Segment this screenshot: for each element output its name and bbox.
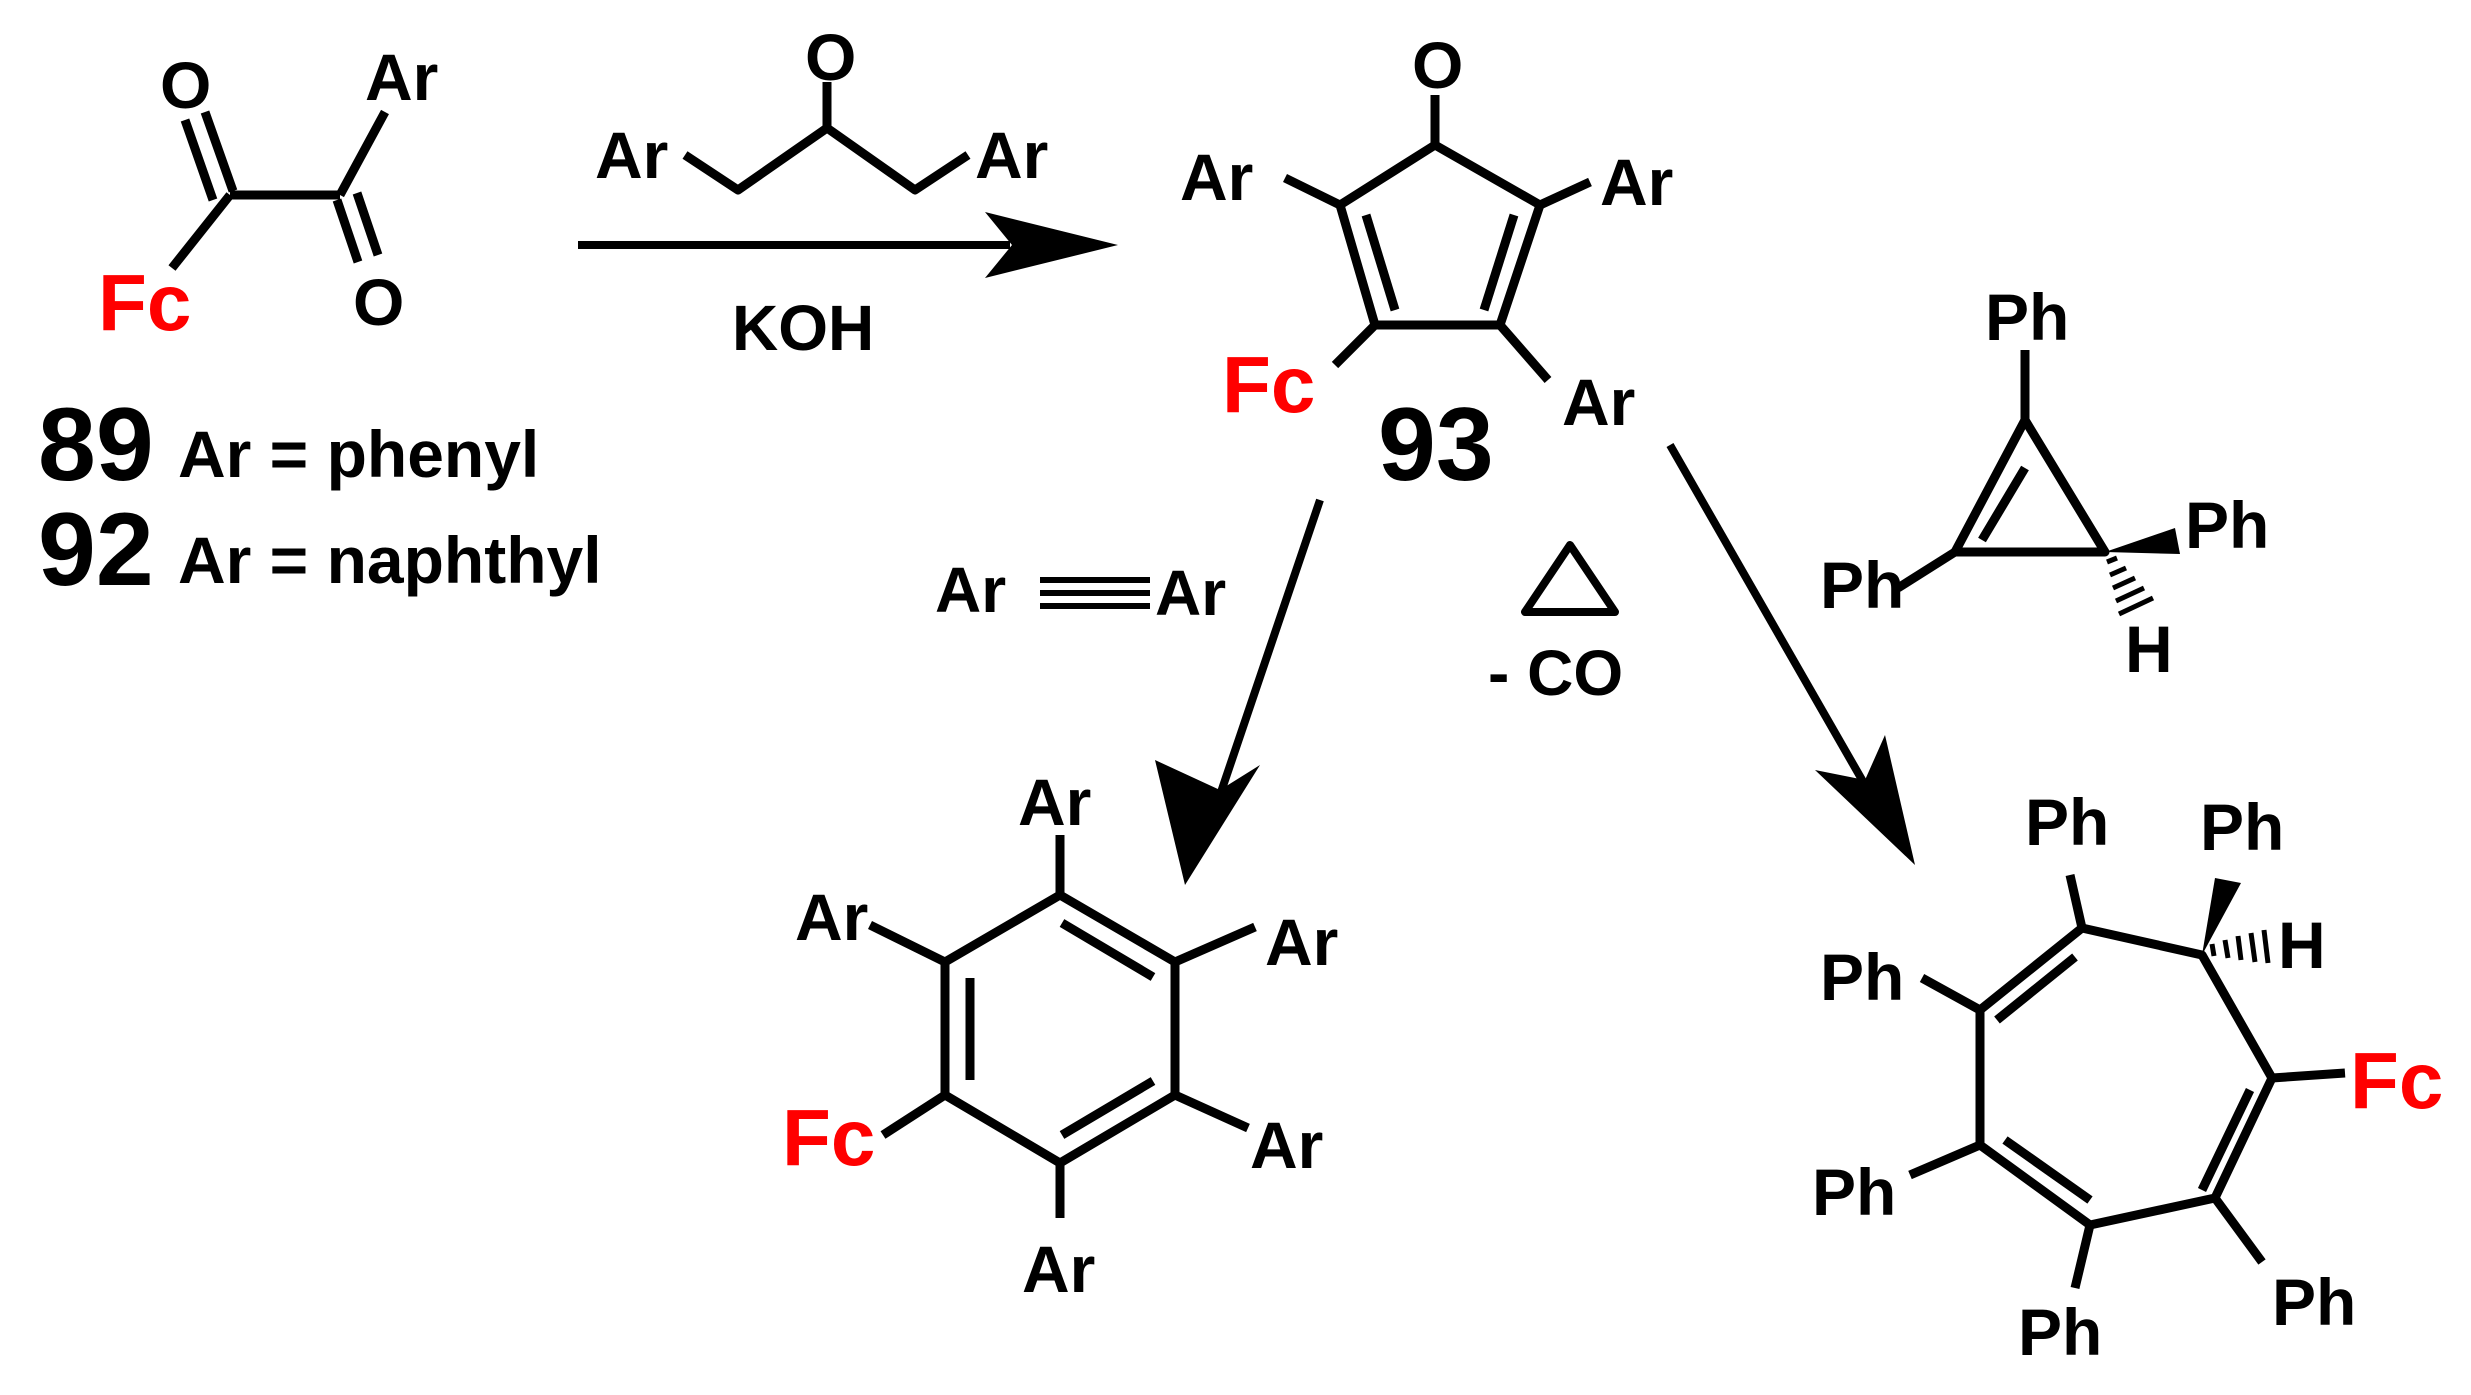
compound-description: Ar = naphthyl <box>178 523 602 597</box>
oxygen-label: O <box>805 20 856 94</box>
aryl-label: Ar <box>365 40 438 114</box>
ferrocenyl-label: Fc <box>782 1093 875 1182</box>
phenyl-label: Ph <box>2200 790 2284 864</box>
aryl-label: Ar <box>1018 765 1091 839</box>
aryl-label: Ar <box>1250 1108 1323 1182</box>
heat-delta-icon <box>1521 541 1619 616</box>
aryl-label: Ar <box>795 880 868 954</box>
oxygen-label: O <box>160 48 211 122</box>
hashed-bond <box>2209 929 2271 964</box>
oxygen-label: O <box>353 265 404 339</box>
hydrogen-label: H <box>2278 908 2326 982</box>
phenyl-label: Ph <box>1820 940 1904 1014</box>
phenyl-label: Ph <box>1820 548 1904 622</box>
aryl-label: Ar <box>1180 140 1253 214</box>
aryl-label: Ar <box>1600 145 1673 219</box>
reagent-label: Ar <box>935 554 1006 626</box>
benzene-product-structure: Ar Ar Ar Ar Ar Fc <box>782 765 1338 1306</box>
triphenylcyclopropene-structure: Ph Ph Ph H <box>1820 280 2269 686</box>
aryl-label: Ar <box>1022 1232 1095 1306</box>
condition-label: - CO <box>1488 637 1623 709</box>
oxygen-label: O <box>1412 28 1463 102</box>
aryl-label: Ar <box>1562 365 1635 439</box>
phenyl-label: Ph <box>1812 1155 1896 1229</box>
reagent-label: KOH <box>732 292 874 364</box>
compound-number: 93 <box>1378 387 1494 503</box>
aryl-label: Ar <box>1265 905 1338 979</box>
aryl-label: Ar <box>595 118 668 192</box>
heat-condition: - CO <box>1488 541 1623 709</box>
ferrocenyl-label: Fc <box>2350 1036 2443 1125</box>
cyclopentadienone-structure: O Ar Ar Fc Ar 93 <box>1180 28 1673 503</box>
hydrogen-label: H <box>2125 612 2173 686</box>
condensation-arrow: KOH <box>578 212 1118 364</box>
phenyl-label: Ph <box>2272 1265 2356 1339</box>
compound-89-caption: 89 Ar = phenyl <box>38 387 539 503</box>
phenyl-label: Ph <box>2185 488 2269 562</box>
ferrocenyl-label: Fc <box>98 258 191 347</box>
hashed-bond <box>2106 555 2155 617</box>
diarylacetone-structure: O Ar Ar <box>595 20 1048 195</box>
ring-expansion-arrow <box>1666 443 1915 865</box>
phenyl-label: Ph <box>2025 785 2109 859</box>
aryl-label: Ar <box>975 118 1048 192</box>
diels-alder-arrow: Ar Ar <box>935 498 1324 885</box>
phenyl-label: Ph <box>1985 280 2069 354</box>
ferrocenyl-label: Fc <box>1222 340 1315 429</box>
cycloheptatriene-product-structure: Ph Ph H Ph Fc Ph Ph Ph <box>1812 785 2443 1369</box>
compound-number: 92 <box>38 492 154 608</box>
phenyl-label: Ph <box>2018 1295 2102 1369</box>
compound-92-caption: 92 Ar = naphthyl <box>38 492 602 608</box>
compound-number: 89 <box>38 387 154 503</box>
diketone-structure: Fc O O Ar <box>98 40 438 347</box>
reagent-label: Ar <box>1155 557 1226 629</box>
compound-description: Ar = phenyl <box>178 417 539 491</box>
